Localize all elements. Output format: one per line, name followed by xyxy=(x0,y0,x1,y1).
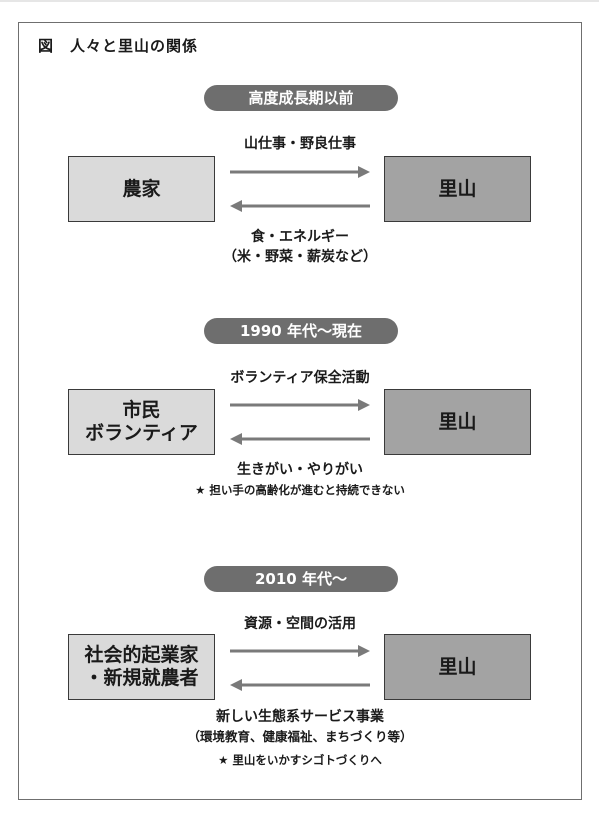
right-box-1: 里山 xyxy=(384,156,531,222)
arrow-right-1-head xyxy=(358,166,370,178)
arrow-left-2-head xyxy=(230,433,242,445)
left-box-3-line-1: 社会的起業家 xyxy=(84,644,199,667)
bottom-sub-3: （環境教育、健康福祉、まちづくり等） xyxy=(187,729,413,744)
left-box-2: 市民 ボランティア xyxy=(68,389,215,455)
top-label-1: 山仕事・野良仕事 xyxy=(244,136,356,152)
bottom-label-3: 新しい生態系サービス事業 xyxy=(216,709,384,725)
bottom-label-1: 食・エネルギー xyxy=(251,229,349,245)
arrow-right-3-head xyxy=(358,645,370,657)
period-pill-2: 1990 年代〜現在 xyxy=(204,318,398,344)
left-box-3-line-2: ・新規就農者 xyxy=(84,667,199,689)
left-box-2-line-2: ボランティア xyxy=(85,422,198,444)
arrow-pair-2 xyxy=(230,399,370,445)
arrow-pair-1 xyxy=(230,166,370,212)
arrow-right-2-head xyxy=(358,399,370,411)
arrow-left-3-head xyxy=(230,679,242,691)
arrow-pair-3 xyxy=(230,645,370,691)
period-pill-1: 高度成長期以前 xyxy=(204,85,398,111)
bottom-sub-1: （米・野菜・薪炭など） xyxy=(223,249,377,265)
figure-title: 図 人々と里山の関係 xyxy=(38,37,199,55)
top-label-2: ボランティア保全活動 xyxy=(230,370,370,386)
right-box-2: 里山 xyxy=(384,389,531,455)
period-pill-3: 2010 年代〜 xyxy=(204,566,398,592)
left-box-1: 農家 xyxy=(68,156,215,222)
top-border-line xyxy=(0,0,599,2)
left-box-3: 社会的起業家 ・新規就農者 xyxy=(68,634,215,700)
top-label-3: 資源・空間の活用 xyxy=(244,616,356,632)
arrow-left-1-head xyxy=(230,200,242,212)
right-box-3: 里山 xyxy=(384,634,531,700)
bottom-label-2: 生きがい・やりがい xyxy=(237,462,363,478)
note-2: ★ 担い手の高齢化が進むと持続できない xyxy=(195,483,405,497)
left-box-2-line-1: 市民 xyxy=(122,399,161,422)
note-3: ★ 里山をいかすシゴトづくりへ xyxy=(218,753,382,767)
left-box-1-line-1: 農家 xyxy=(122,177,161,200)
